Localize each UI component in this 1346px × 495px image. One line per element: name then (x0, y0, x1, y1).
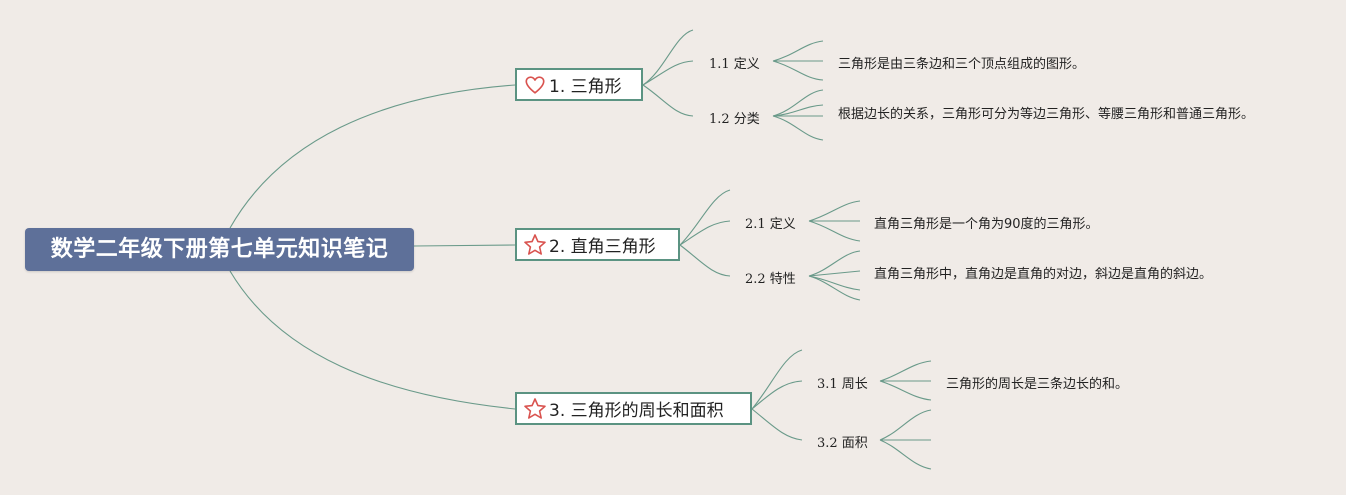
root-topic[interactable]: 数学二年级下册第七单元知识笔记 (25, 228, 414, 271)
subtopic-2-1[interactable]: 2.1 定义 (745, 217, 796, 232)
note-3-1: 三角形的周长是三条边长的和。 (946, 377, 1129, 392)
heart-icon (523, 73, 547, 97)
branch-label: 2. 直角三角形 (549, 237, 656, 257)
subtopic-1-2[interactable]: 1.2 分类 (709, 112, 760, 127)
link-b2-sub1 (679, 220, 731, 246)
note-2-1: 直角三角形是一个角为90度的三角形。 (874, 217, 1099, 232)
link-b2-sub2 (679, 244, 731, 277)
link-b3-decor-top (751, 349, 803, 410)
star-icon (523, 397, 547, 421)
link-root-branch-1 (229, 84, 516, 229)
branch-topic-1[interactable]: 1. 三角形 (515, 68, 643, 101)
link-b1-decor-top (642, 29, 694, 86)
link-root-branch-3 (229, 270, 516, 410)
note-1-1: 三角形是由三条边和三个顶点组成的图形。 (838, 57, 1086, 72)
subtopic-2-2[interactable]: 2.2 特性 (745, 272, 796, 287)
branch-label: 3. 三角形的周长和面积 (549, 401, 724, 421)
branch-label: 1. 三角形 (549, 77, 622, 97)
subtopic-3-2[interactable]: 3.2 面积 (817, 436, 868, 451)
link-b3-sub2 (751, 408, 803, 441)
link-root-branch-2 (413, 244, 516, 247)
note-1-2: 根据边长的关系，三角形可分为等边三角形、等腰三角形和普通三角形。 (838, 107, 1255, 122)
subtopic-1-1[interactable]: 1.1 定义 (709, 57, 760, 72)
branch-topic-3[interactable]: 3. 三角形的周长和面积 (515, 392, 752, 425)
star-icon (523, 233, 547, 257)
branch-topic-2[interactable]: 2. 直角三角形 (515, 228, 680, 261)
note-2-2: 直角三角形中，直角边是直角的对边，斜边是直角的斜边。 (874, 267, 1213, 282)
link-b1-sub1 (642, 60, 694, 86)
link-b1-sub2 (642, 84, 694, 117)
link-b2-decor-top (679, 189, 731, 246)
subtopic-3-1[interactable]: 3.1 周长 (817, 377, 868, 392)
link-b3-sub1 (751, 380, 803, 410)
